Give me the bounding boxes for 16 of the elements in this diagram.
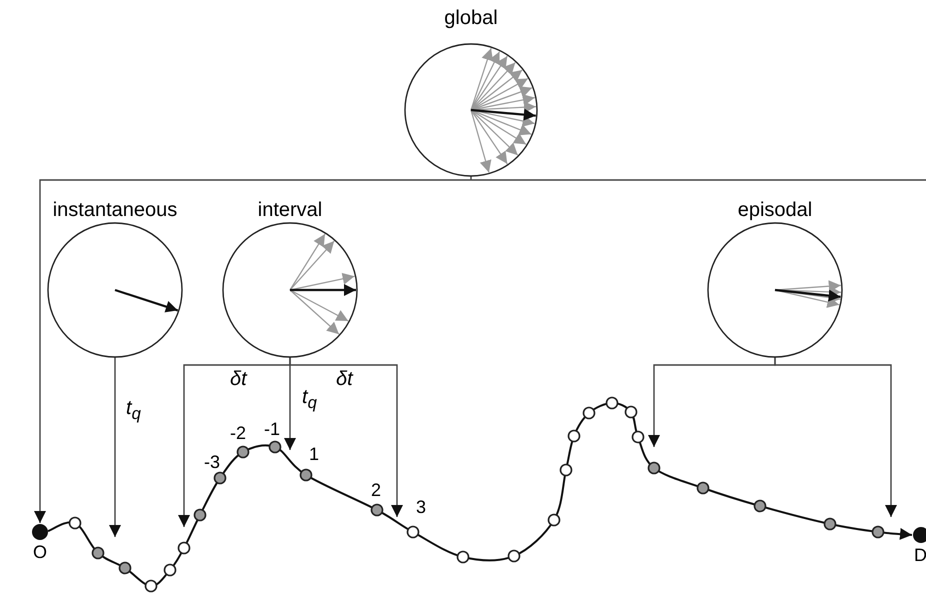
- circle-heading: instantaneous: [52, 198, 178, 222]
- sample-index: 3: [416, 497, 426, 517]
- arrow: [34, 175, 926, 524]
- sample-index: -1: [264, 419, 280, 439]
- arrow: [774, 357, 897, 517]
- point-label: D: [914, 545, 926, 565]
- circle-heading: global: [443, 6, 499, 30]
- arrow: [289, 357, 403, 517]
- sample-index: 2: [371, 480, 382, 500]
- point-label: O: [33, 542, 48, 562]
- sample-index: 1: [309, 444, 320, 464]
- sample-index: -2: [230, 423, 246, 443]
- arrow: [109, 357, 121, 537]
- sample-index: -3: [204, 452, 220, 472]
- circle-heading: interval: [256, 198, 324, 222]
- circle-heading: episodal: [736, 198, 814, 222]
